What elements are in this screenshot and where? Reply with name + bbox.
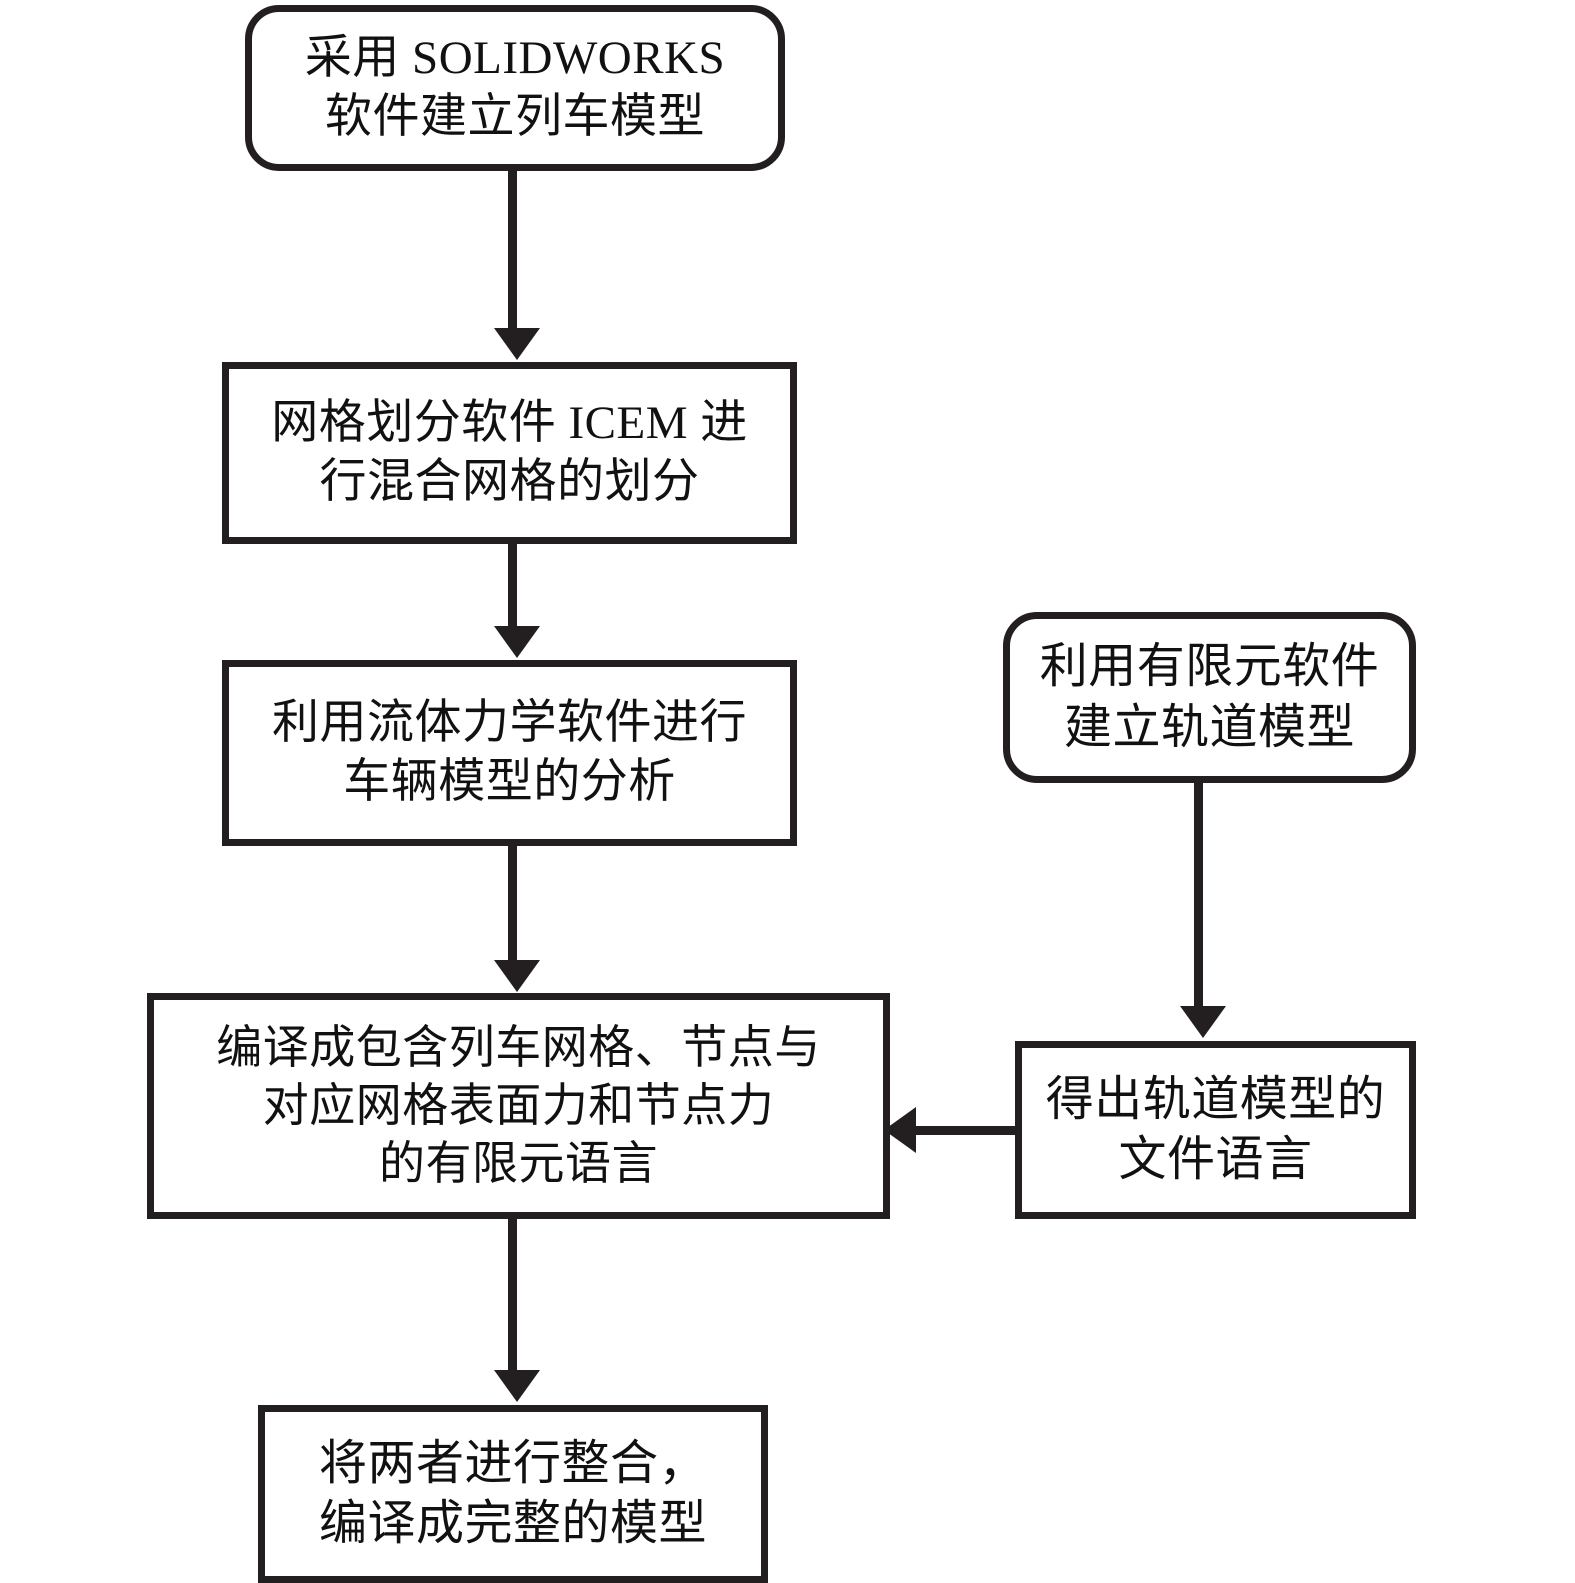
node-compile-fem-line-3: 的有限元语言 <box>379 1137 658 1189</box>
node-track-file-language[interactable]: 得出轨道模型的 文件语言 <box>1015 1041 1416 1219</box>
node-integrate-line-2: 编译成完整的模型 <box>318 1497 707 1550</box>
edge-compile-fem-to-integrate-arrowhead-icon <box>494 1370 540 1402</box>
edge-track-file-to-compile-fem-arrowhead-icon <box>884 1107 916 1153</box>
node-compile-fem-line-1: 编译成包含列车网格、节点与 <box>216 1022 821 1074</box>
node-solidworks-line-2: 软件建立列车模型 <box>325 91 705 143</box>
edge-compile-fem-to-integrate-line <box>508 1219 517 1372</box>
node-integrate-line-1: 将两者进行整合， <box>318 1436 707 1490</box>
node-icem-line-1: 网格划分软件 ICEM 进 <box>271 396 748 449</box>
edge-solidworks-to-icem-arrowhead-icon <box>494 328 540 360</box>
node-fem-track-line-2: 建立轨道模型 <box>1063 700 1355 754</box>
edge-icem-to-cfd-arrowhead-icon <box>494 626 540 658</box>
node-compile-fem-line-2: 对应网格表面力和节点力 <box>262 1080 775 1132</box>
node-cfd-line-2: 车辆模型的分析 <box>343 756 676 808</box>
edge-fem-track-to-track-file-line <box>1194 783 1203 1008</box>
node-icem-meshing[interactable]: 网格划分软件 ICEM 进 行混合网格的划分 <box>222 362 797 544</box>
node-fem-track-model[interactable]: 利用有限元软件 建立轨道模型 <box>1003 612 1416 783</box>
node-track-file-line-2: 文件语言 <box>1118 1133 1313 1186</box>
edge-cfd-to-compile-fem-line <box>508 846 517 963</box>
node-solidworks-model[interactable]: 采用 SOLIDWORKS 软件建立列车模型 <box>245 5 785 171</box>
node-solidworks-line-1: 采用 SOLIDWORKS <box>304 31 726 84</box>
node-cfd-line-1: 利用流体力学软件进行 <box>272 696 747 749</box>
node-track-file-line-1: 得出轨道模型的 <box>1045 1072 1386 1126</box>
node-integrate-complete-model[interactable]: 将两者进行整合， 编译成完整的模型 <box>258 1405 768 1583</box>
node-cfd-analysis[interactable]: 利用流体力学软件进行 车辆模型的分析 <box>222 660 797 846</box>
edge-track-file-to-compile-fem-line <box>913 1126 1019 1135</box>
node-compile-fem-language[interactable]: 编译成包含列车网格、节点与 对应网格表面力和节点力 的有限元语言 <box>147 993 890 1219</box>
edge-icem-to-cfd-line <box>508 544 517 629</box>
edge-fem-track-to-track-file-arrowhead-icon <box>1180 1006 1226 1038</box>
edge-solidworks-to-icem-line <box>508 171 517 331</box>
node-fem-track-line-1: 利用有限元软件 <box>1039 640 1380 694</box>
edge-cfd-to-compile-fem-arrowhead-icon <box>494 960 540 992</box>
node-icem-line-2: 行混合网格的划分 <box>319 456 700 508</box>
